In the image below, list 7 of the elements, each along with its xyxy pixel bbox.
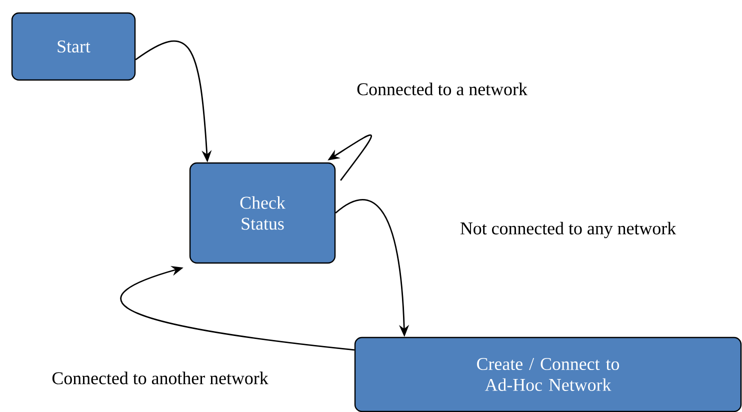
edge-label: Connected to another network (50, 370, 270, 386)
process-box: Check Status (189, 162, 336, 264)
edge-label: Connected to a network (356, 82, 528, 96)
process-box: Create / Connect to Ad-Hoc Network (354, 336, 742, 412)
arrow (120, 266, 354, 351)
edge-label: Not connected to any network (458, 220, 678, 240)
process-box: Start (11, 12, 136, 81)
